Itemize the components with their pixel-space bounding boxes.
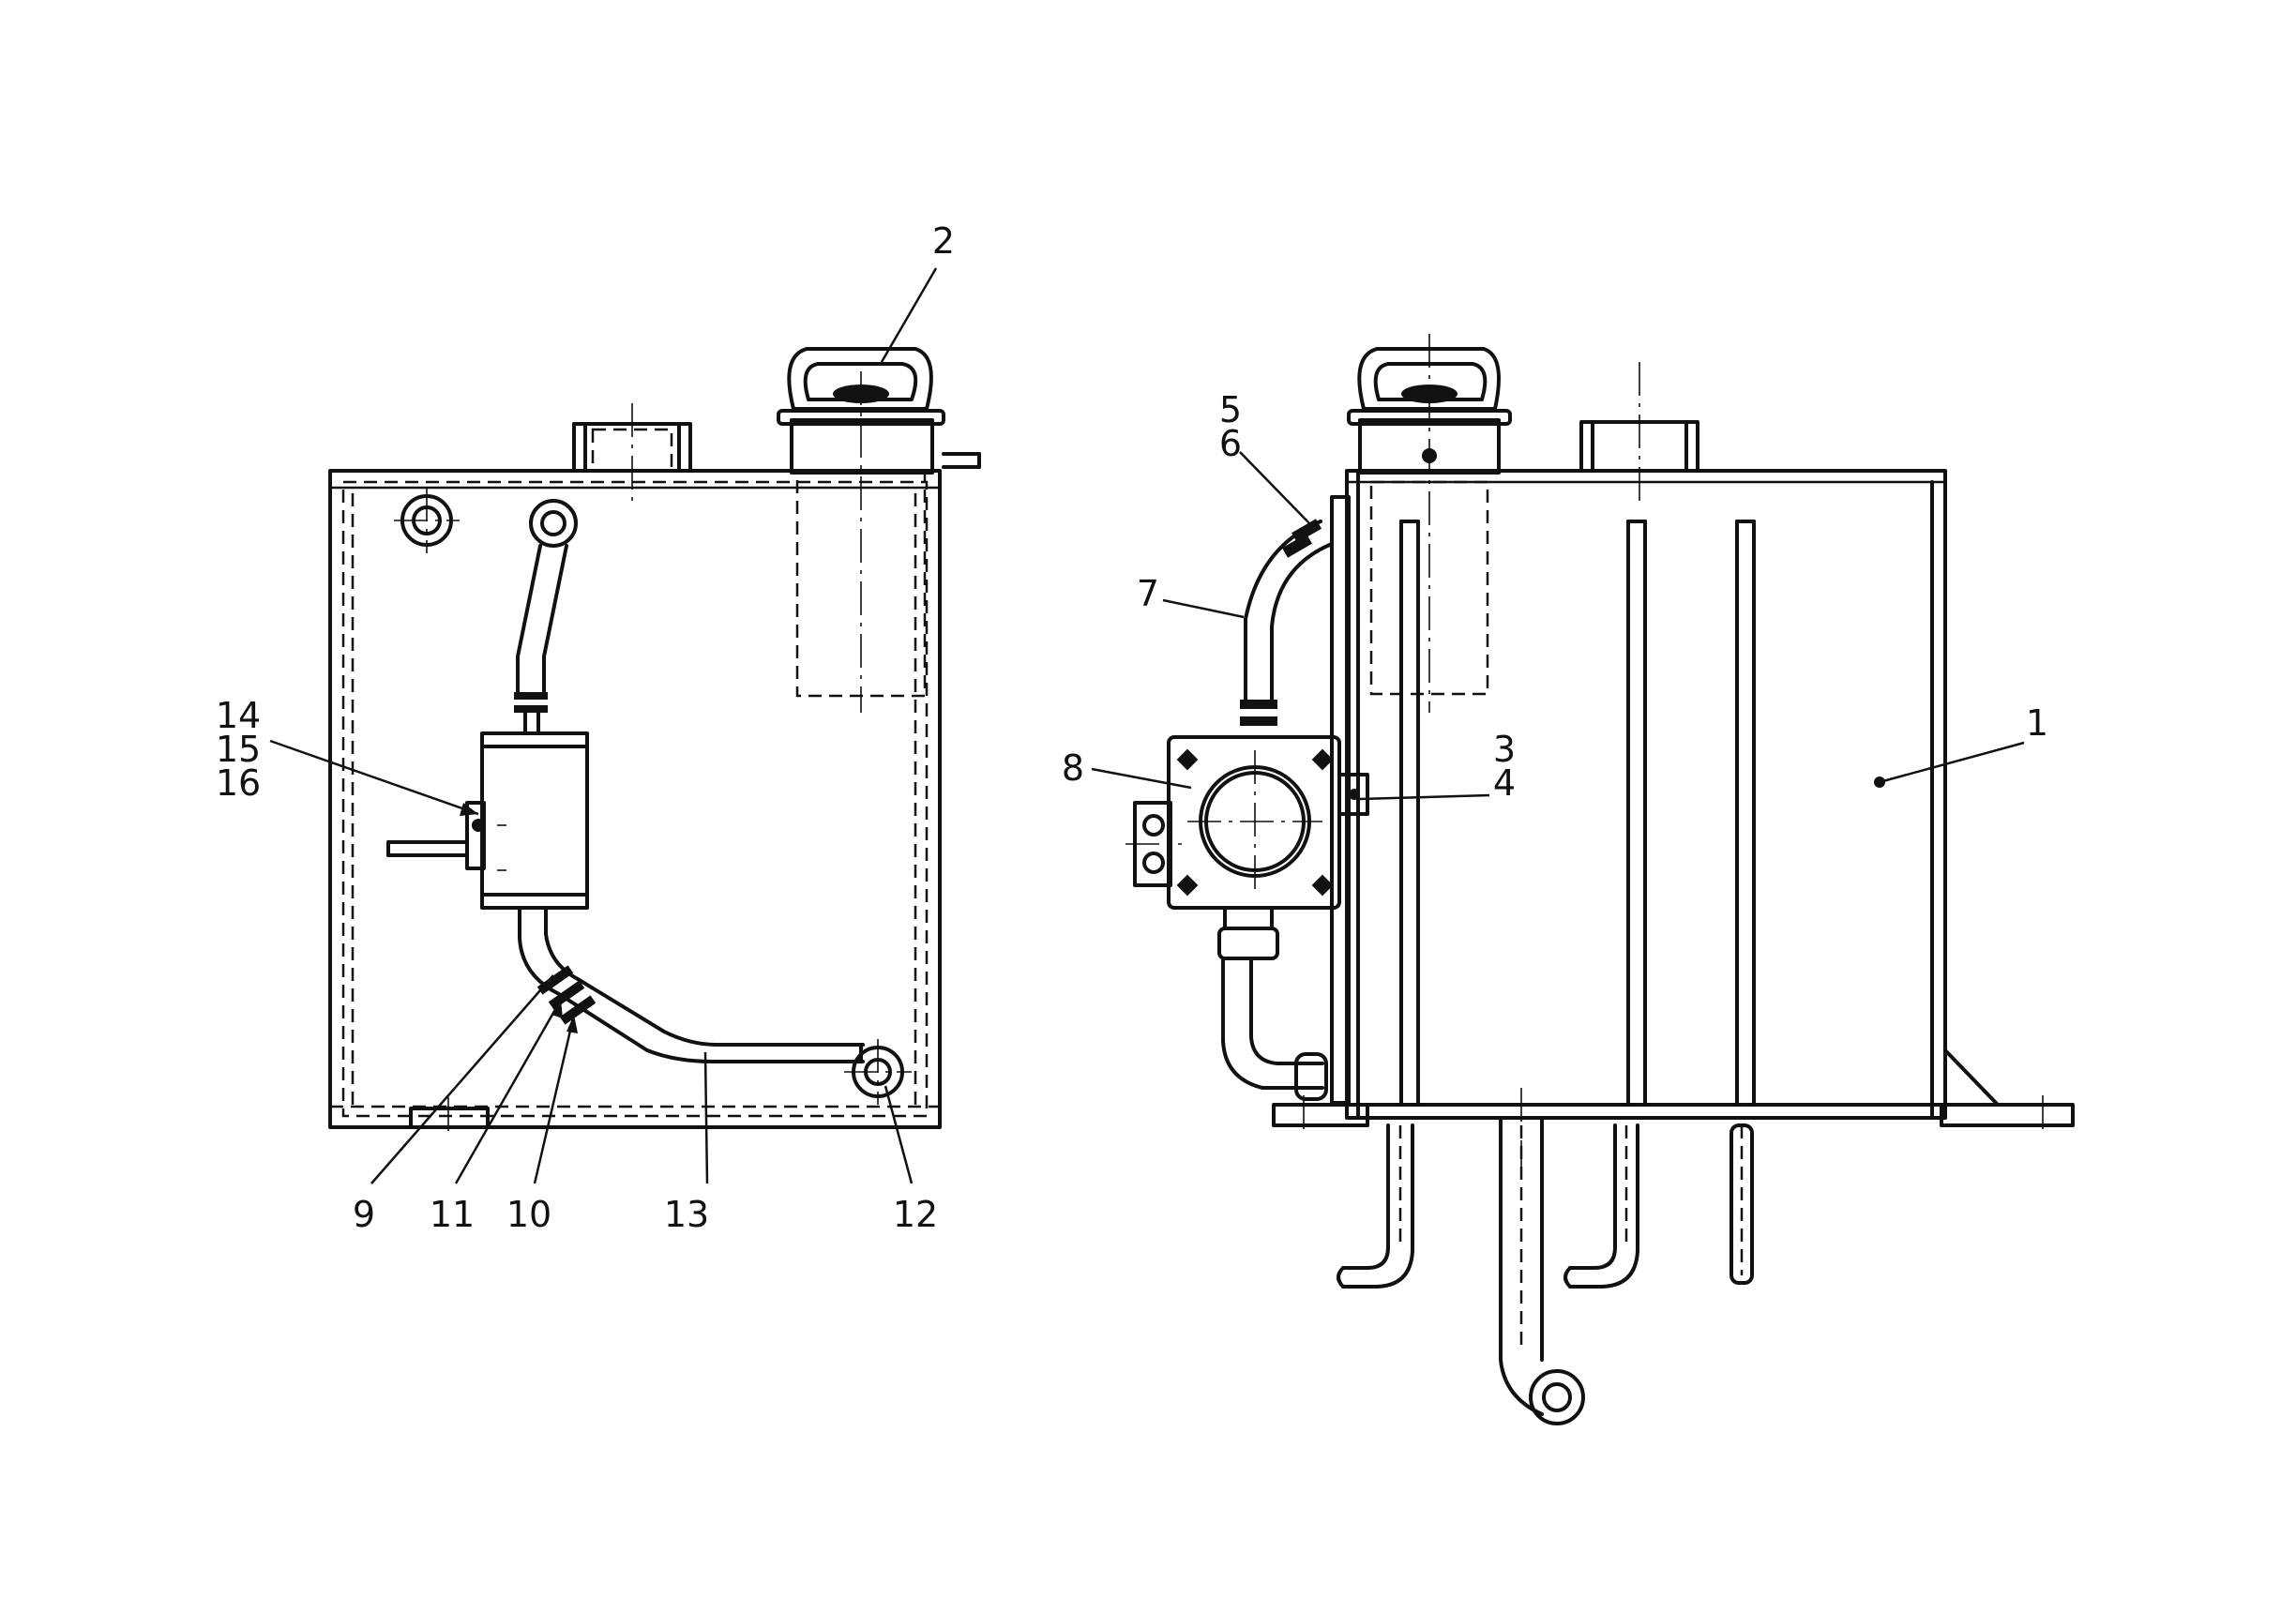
callout-9: 9 <box>353 1194 375 1235</box>
filler-cap <box>777 347 981 713</box>
tank-right-view <box>1125 334 2075 1425</box>
valve-block <box>1125 735 1341 910</box>
lower-pipe-left <box>518 906 912 1105</box>
bottom-pipes <box>1337 1088 1754 1425</box>
top-boss-left <box>572 403 692 506</box>
callout-6: 6 <box>1219 423 1242 464</box>
drain-plug-top-left <box>394 488 460 553</box>
callout-7: 7 <box>1137 573 1159 614</box>
internal-tubes <box>1399 520 1756 1107</box>
callout-4: 4 <box>1493 762 1516 804</box>
lower-pipe-right <box>1217 906 1328 1101</box>
upper-pipe-left <box>514 499 578 735</box>
callout-15: 15 <box>216 729 261 770</box>
callout-8: 8 <box>1062 747 1084 789</box>
filler-cap-right <box>1347 334 1512 713</box>
top-boss-right <box>1579 362 1699 506</box>
callout-11: 11 <box>430 1194 475 1235</box>
callout-3: 3 <box>1493 729 1516 770</box>
filter-housing <box>386 731 589 910</box>
tank-left-view <box>328 347 981 1137</box>
callout-2: 2 <box>932 220 955 262</box>
callout-10: 10 <box>506 1194 551 1235</box>
callout-5: 5 <box>1219 389 1242 430</box>
callout-16: 16 <box>216 762 261 804</box>
callouts: 1 2 3 4 5 6 7 8 9 10 11 12 13 14 15 16 <box>216 220 2048 1235</box>
callout-14: 14 <box>216 695 261 736</box>
leader-lines <box>269 267 2025 1184</box>
callout-1: 1 <box>2026 702 2048 744</box>
callout-12: 12 <box>893 1194 938 1235</box>
callout-13: 13 <box>664 1194 709 1235</box>
upper-pipe-right <box>1240 519 1334 726</box>
